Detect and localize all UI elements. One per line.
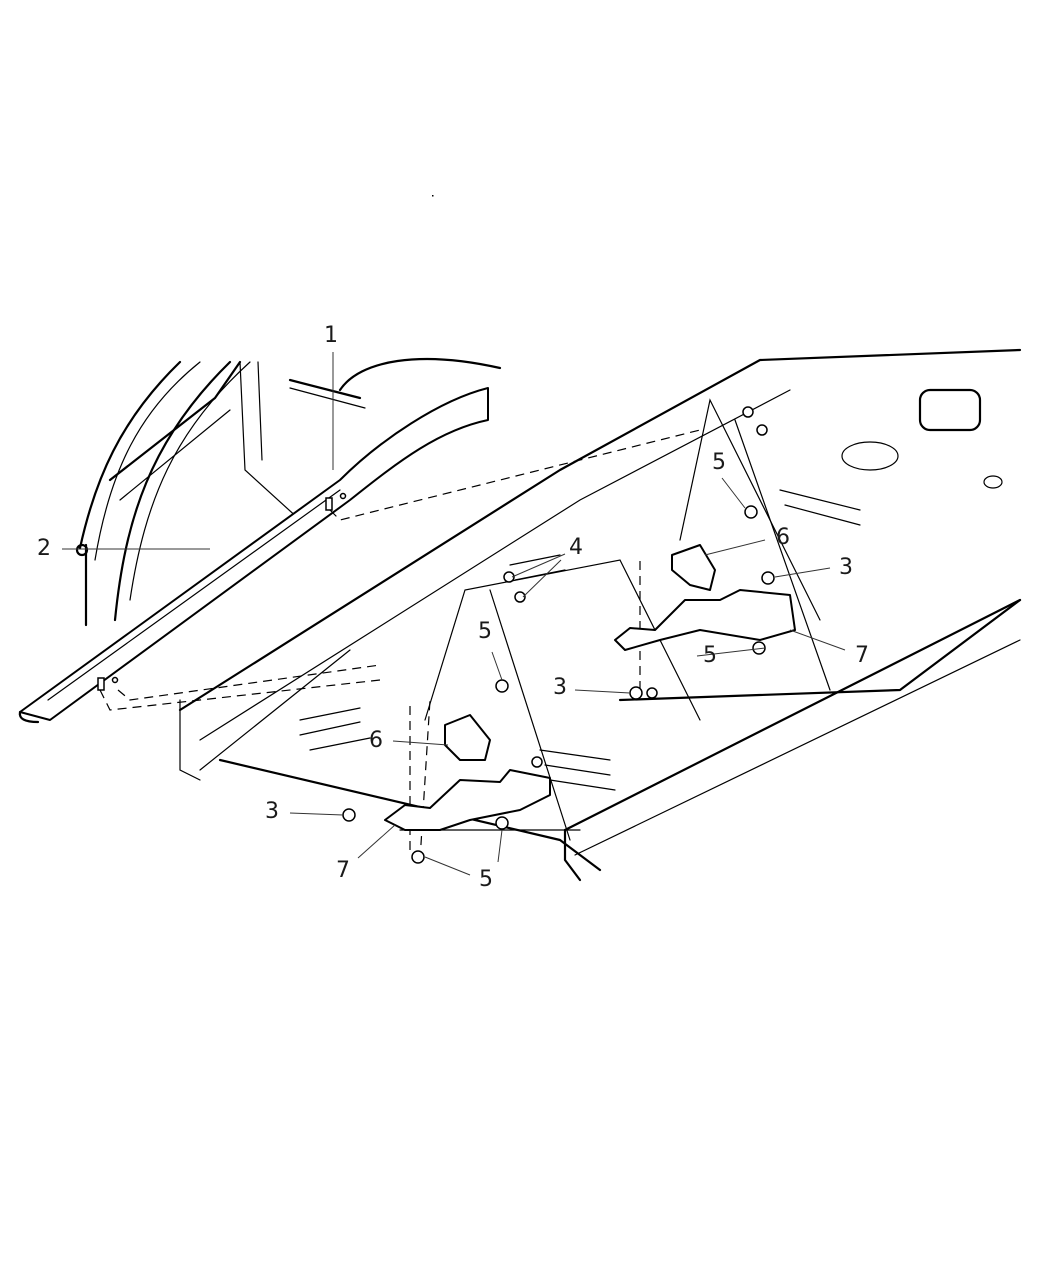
callout-3: 3: [839, 555, 853, 580]
part-7-braces: [384, 589, 796, 831]
part-6-brackets: [444, 544, 716, 761]
callout-7: 7: [336, 858, 350, 883]
callout-1: 1: [324, 323, 338, 348]
callout-3: 3: [553, 675, 567, 700]
callout-7: 7: [855, 643, 869, 668]
callout-5: 5: [712, 450, 726, 475]
callout-6: 6: [369, 728, 383, 753]
callout-6: 6: [776, 525, 790, 550]
callout-5: 5: [703, 643, 717, 668]
callout-3: 3: [265, 799, 279, 824]
callout-5: 5: [478, 619, 492, 644]
callout-5: 5: [479, 867, 493, 892]
leader-lines: [62, 352, 846, 876]
body-side-outline: [75, 357, 502, 627]
part-1-sill-reinforcement: [18, 387, 701, 724]
fasteners: [342, 406, 775, 864]
callout-2: 2: [37, 536, 51, 561]
floor-pan-outline: [178, 348, 1022, 882]
callout-4: 4: [569, 535, 583, 560]
